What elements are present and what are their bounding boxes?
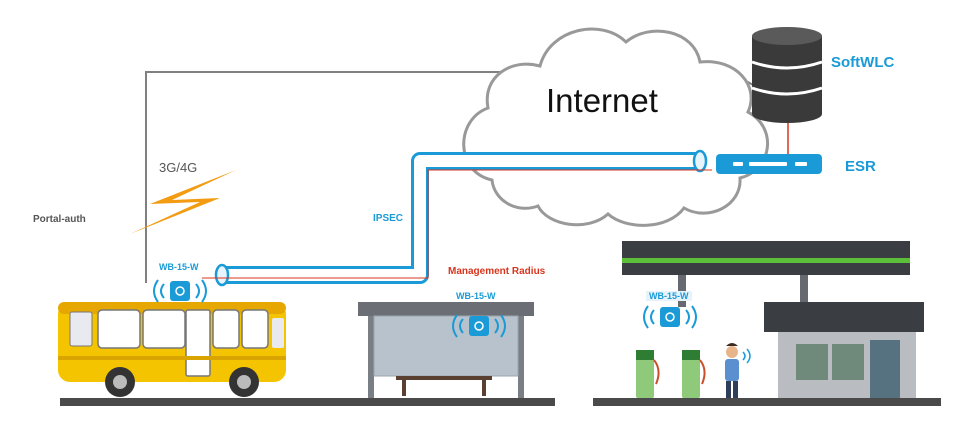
ap-bus-label: WB-15-W	[159, 262, 199, 272]
database-icon	[751, 27, 823, 123]
gas-station-icon	[622, 241, 924, 398]
cloud-icon	[462, 27, 770, 227]
wifi-access-point-icon	[452, 314, 506, 338]
ipsec-tunnel	[214, 149, 708, 287]
cellular-label: 3G/4G	[159, 160, 198, 175]
bus-stop-icon	[358, 302, 534, 398]
ap-stop-label: WB-15-W	[456, 291, 496, 301]
internet-label: Internet	[546, 82, 658, 119]
management-radius-line	[202, 169, 712, 279]
wifi-access-point-icon	[643, 305, 697, 329]
esr-label: ESR	[845, 158, 876, 175]
bus-icon	[58, 302, 286, 397]
person-icon	[725, 343, 751, 398]
router-icon	[716, 154, 822, 174]
ground-left	[60, 398, 555, 406]
management-radius-label: Management Radius	[448, 266, 546, 277]
wifi-access-point-icon	[153, 279, 207, 303]
lightning-icon	[130, 170, 236, 234]
ipsec-label: IPSEC	[373, 213, 404, 224]
ground-right	[593, 398, 941, 406]
ap-station-label: WB-15-W	[646, 291, 692, 301]
portal-auth-label: Portal-auth	[33, 214, 86, 225]
softwlc-label: SoftWLC	[831, 54, 895, 71]
